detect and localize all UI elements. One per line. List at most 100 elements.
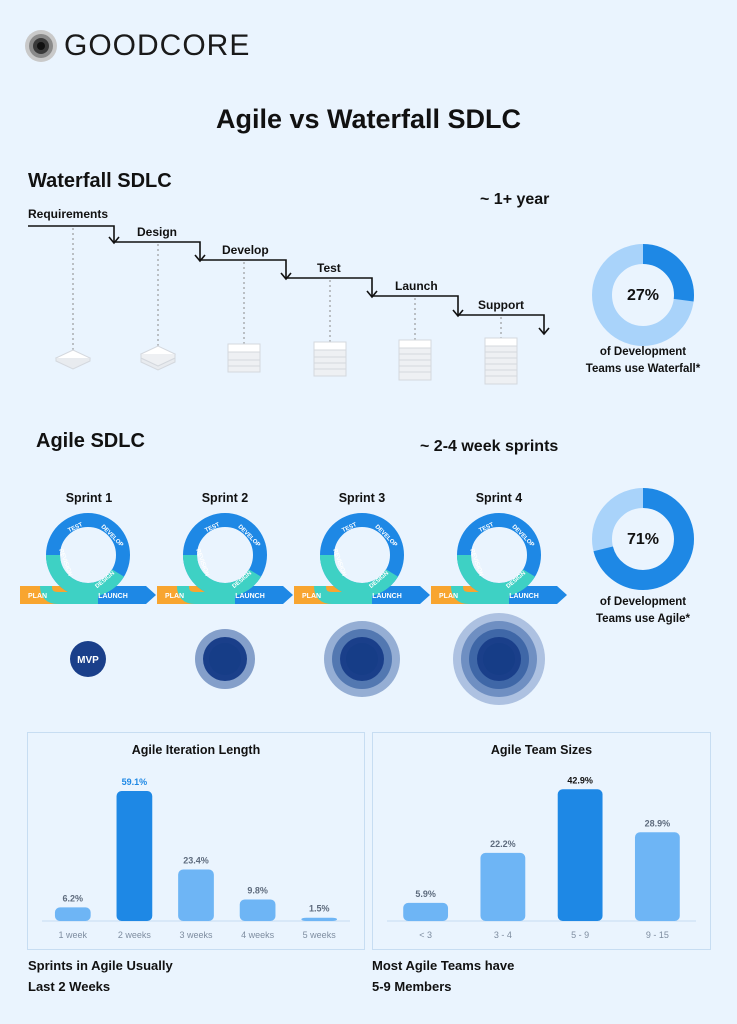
bar <box>54 907 91 921</box>
waterfall-diagram <box>28 225 550 385</box>
agile-duration: ~ 2-4 week sprints <box>420 438 559 455</box>
step-launch: Launch <box>395 279 438 293</box>
sprint-2-label: Sprint 2 <box>201 491 249 505</box>
team-sizes-chart: 5.9% < 3 22.2% 3 - 4 42.9% 5 - 9 28.9% 9 - 15 <box>387 775 696 940</box>
agile-donut: 71% <box>592 488 694 590</box>
iteration-chart-title: Agile Iteration Length <box>131 743 261 757</box>
bar-value-label: 5.9% <box>415 889 436 899</box>
bar <box>116 790 153 921</box>
brand-logo[interactable]: GOODCORE <box>24 26 250 66</box>
footer-left-line1: Sprints in Agile Usually <box>28 958 173 973</box>
agile-caption-line1: of Development <box>599 596 687 608</box>
product-core <box>346 643 378 675</box>
bar-value-label: 22.2% <box>490 839 516 849</box>
category-label: 5 - 9 <box>571 930 589 940</box>
cycle-tail <box>451 585 509 604</box>
step-design: Design <box>137 225 178 239</box>
category-label: 2 weeks <box>118 930 152 940</box>
product-core <box>209 643 241 675</box>
bar-value-label: 28.9% <box>645 818 671 828</box>
waterfall-donut-value: 27% <box>627 287 659 304</box>
category-label: 9 - 15 <box>646 930 669 940</box>
waterfall-donut-arc <box>592 244 694 346</box>
waterfall-duration: ~ 1+ year <box>480 191 550 208</box>
cycle-ring-teal <box>46 554 124 597</box>
bar <box>178 869 214 921</box>
agile-donut-arc <box>592 488 694 590</box>
bar-value-label: 59.1% <box>122 777 148 787</box>
sprint-3-label: Sprint 3 <box>338 491 386 505</box>
bar <box>634 832 680 921</box>
category-label: 1 week <box>59 930 88 940</box>
step-support: Support <box>478 298 524 312</box>
launch-label: LAUNCH <box>98 593 128 600</box>
cycle-tail <box>314 585 372 604</box>
bar <box>403 902 449 921</box>
category-label: 3 weeks <box>179 930 213 940</box>
waterfall-donut-caption: of Development Teams use Waterfall* <box>570 344 716 378</box>
sprint-1-label: Sprint 1 <box>65 491 113 505</box>
mvp-label: MVP <box>77 655 99 666</box>
doc-stack-icon <box>484 337 518 385</box>
launch-label: LAUNCH <box>509 593 539 600</box>
bar-value-label: 6.2% <box>63 893 84 903</box>
bar-value-label: 9.8% <box>247 885 268 895</box>
footer-right-line2: 5-9 Members <box>372 979 452 994</box>
footer-right: Most Agile Teams have 5-9 Members <box>372 955 514 997</box>
footer-left-line2: Last 2 Weeks <box>28 976 173 997</box>
waterfall-donut: 27% <box>592 244 694 346</box>
doc-stack-icon <box>139 345 177 371</box>
doc-stack-icon <box>398 339 432 381</box>
cycle-tail <box>40 585 98 604</box>
launch-label: LAUNCH <box>235 593 265 600</box>
doc-stack-icon <box>54 349 92 370</box>
waterfall-heading: Waterfall SDLC <box>28 170 172 192</box>
cycle-tail <box>177 585 235 604</box>
step-requirements: Requirements <box>28 207 109 221</box>
agile-donut-value: 71% <box>627 531 659 548</box>
category-label: 5 weeks <box>303 930 337 940</box>
bar-value-label: 1.5% <box>309 904 330 914</box>
mvp-circle <box>70 641 106 677</box>
bar-value-label: 42.9% <box>567 775 593 785</box>
step-develop: Develop <box>222 243 269 257</box>
category-label: 4 weeks <box>241 930 275 940</box>
agile-caption-line2: Teams use Agile* <box>596 613 690 625</box>
bar <box>557 789 603 921</box>
logo-text: GOODCORE <box>64 29 251 62</box>
step-test: Test <box>317 261 341 275</box>
sprint-4-label: Sprint 4 <box>475 491 523 505</box>
bar-value-label: 23.4% <box>183 856 209 866</box>
bar <box>239 899 276 921</box>
plan-label: PLAN <box>439 593 458 600</box>
iteration-length-card: Agile Iteration Length 6.2% 1 week 59.1% 2 … <box>27 732 365 950</box>
waterfall-caption-line1: of Development <box>599 346 687 358</box>
cycle-ring-teal <box>457 554 535 597</box>
category-label: < 3 <box>419 930 432 940</box>
cycle-ring-teal <box>320 554 398 597</box>
team-size-chart-title: Agile Team Sizes <box>490 743 593 757</box>
plan-label: PLAN <box>302 593 321 600</box>
doc-stack-icon <box>227 343 261 373</box>
agile-donut-caption: of Development Teams use Agile* <box>570 594 716 628</box>
launch-label: LAUNCH <box>372 593 402 600</box>
agile-heading: Agile SDLC <box>36 430 145 452</box>
plan-label: PLAN <box>28 593 47 600</box>
bar <box>301 917 338 921</box>
footer-left: Sprints in Agile Usually Last 2 Weeks <box>28 955 173 997</box>
product-core <box>483 643 515 675</box>
logo-mark-icon <box>25 30 57 62</box>
category-label: 3 - 4 <box>494 930 512 940</box>
waterfall-caption-line2: Teams use Waterfall* <box>585 363 701 375</box>
page-title: Agile vs Waterfall SDLC <box>215 104 522 134</box>
footer-right-line1: Most Agile Teams have <box>372 958 515 973</box>
footer-left-line2-prefix: Last <box>28 979 59 994</box>
plan-label: PLAN <box>165 593 184 600</box>
